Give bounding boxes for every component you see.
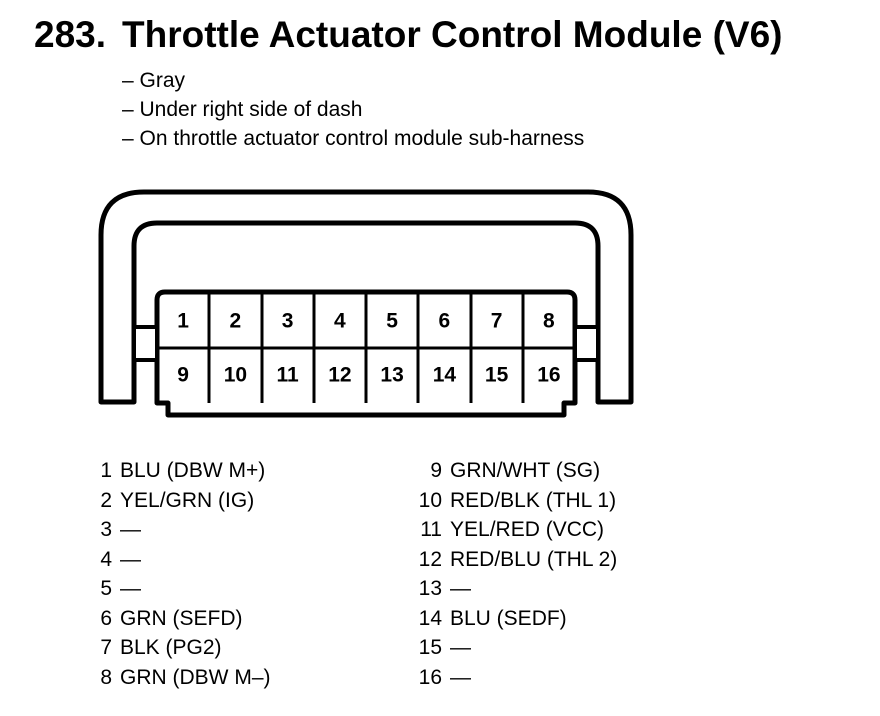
pin-number: 4 bbox=[100, 547, 112, 571]
pin-cavity-5: 5 bbox=[386, 310, 398, 333]
wire-description: BLU (SEDF) bbox=[450, 606, 567, 630]
pin-list-right: 9 GRN/WHT (SG) 10 RED/BLK (THL 1) 11 YEL/RED … bbox=[404, 456, 618, 693]
pin-cavity-1: 1 bbox=[177, 310, 189, 333]
connector-key-left bbox=[132, 325, 159, 362]
pin-cavity-6: 6 bbox=[439, 310, 451, 333]
page-title: 283. Throttle Actuator Control Module (V6… bbox=[34, 14, 782, 56]
pin-row-14: 14 BLU (SEDF) bbox=[404, 604, 617, 634]
pin-row-4: 4— bbox=[86, 545, 271, 575]
pin-number: 8 bbox=[100, 665, 112, 689]
pin-cavity-15: 15 bbox=[485, 364, 509, 387]
pin-row-13: 13 — bbox=[404, 574, 617, 604]
pin-row-2: 2 YEL/GRN (IG) bbox=[86, 486, 271, 516]
wire-description: YEL/RED (VCC) bbox=[450, 518, 605, 541]
pin-row-9: 9 GRN/WHT (SG) bbox=[404, 456, 617, 486]
wire-description: YEL/GRN (IG) bbox=[120, 488, 255, 512]
pin-cavity-8: 8 bbox=[543, 310, 555, 333]
pin-cavity-2: 2 bbox=[230, 310, 242, 333]
wire-description: — bbox=[120, 547, 141, 571]
pin-cavity-14: 14 bbox=[433, 364, 457, 387]
pin-cavity-7: 7 bbox=[491, 310, 503, 333]
pin-number: 16 bbox=[418, 665, 442, 689]
pin-number: 6 bbox=[100, 606, 112, 630]
wire-description: — bbox=[450, 665, 471, 689]
wire-description: — bbox=[450, 636, 471, 659]
wire-description: — bbox=[120, 518, 141, 541]
wire-description: GRN/WHT (SG) bbox=[450, 459, 601, 482]
pin-row-11: 11 YEL/RED (VCC) bbox=[404, 515, 617, 545]
pin-cavity-4: 4 bbox=[334, 310, 346, 333]
wire-description: — bbox=[450, 577, 471, 600]
connector-latch-outer bbox=[98, 189, 634, 405]
pin-row-5: 5— bbox=[86, 574, 271, 604]
pin-cavity-10: 10 bbox=[224, 364, 247, 387]
pin-row-12: 12 RED/BLU (THL 2) bbox=[404, 545, 618, 575]
pin-number: 3 bbox=[100, 518, 112, 541]
wire-description: RED/BLK (THL 1) bbox=[450, 488, 617, 512]
wire-description: BLK (PG2) bbox=[120, 636, 222, 659]
pin-row-1: 1 BLU (DBW M+) bbox=[86, 456, 271, 486]
pin-number: 13 bbox=[418, 577, 442, 600]
pin-cavity-11: 11 bbox=[276, 364, 299, 387]
connector-key-right bbox=[573, 325, 600, 362]
pin-row-8: 8 GRN (DBW M–) bbox=[86, 663, 271, 693]
pin-number: 2 bbox=[100, 488, 112, 512]
pin-number: 5 bbox=[100, 577, 112, 600]
pin-number: 15 bbox=[418, 636, 442, 659]
wire-description: GRN (SEFD) bbox=[120, 606, 243, 630]
wire-description: — bbox=[120, 577, 141, 600]
diagram-number: 283. bbox=[34, 14, 107, 55]
wire-description: RED/BLU (THL 2) bbox=[450, 547, 618, 571]
wire-description: BLU (DBW M+) bbox=[120, 459, 266, 482]
pin-number: 9 bbox=[430, 459, 442, 482]
pin-number: 7 bbox=[100, 636, 112, 659]
pin-cavity-9: 9 bbox=[177, 364, 189, 387]
pin-row-16: 16 — bbox=[404, 663, 617, 693]
pin-number: 12 bbox=[418, 547, 442, 571]
pin-row-15: 15 — bbox=[404, 633, 617, 663]
diagram-title: Throttle Actuator Control Module (V6) bbox=[122, 14, 783, 55]
pin-cavity-13: 13 bbox=[380, 364, 403, 387]
pin-number: 1 bbox=[100, 459, 112, 482]
cavity-grid bbox=[157, 292, 575, 403]
pin-cavity-12: 12 bbox=[328, 364, 351, 387]
pin-cavity-16: 16 bbox=[537, 364, 560, 387]
connector-notes: – Gray – Under right side of dash – On t… bbox=[122, 66, 584, 153]
pin-number: 11 bbox=[420, 518, 442, 541]
pin-row-3: 3— bbox=[86, 515, 271, 545]
pin-row-7: 7 BLK (PG2) bbox=[86, 633, 271, 663]
pin-number: 10 bbox=[418, 488, 442, 512]
note-color: – Gray bbox=[122, 69, 186, 92]
pin-number: 14 bbox=[418, 606, 442, 630]
pin-cavity-3: 3 bbox=[282, 310, 294, 333]
note-location: – Under right side of dash bbox=[122, 98, 363, 121]
note-harness: – On throttle actuator control module su… bbox=[122, 127, 585, 150]
pin-row-6: 6 GRN (SEFD) bbox=[86, 604, 271, 634]
pin-row-10: 10 RED/BLK (THL 1) bbox=[404, 486, 617, 516]
wire-description: GRN (DBW M–) bbox=[120, 665, 271, 689]
